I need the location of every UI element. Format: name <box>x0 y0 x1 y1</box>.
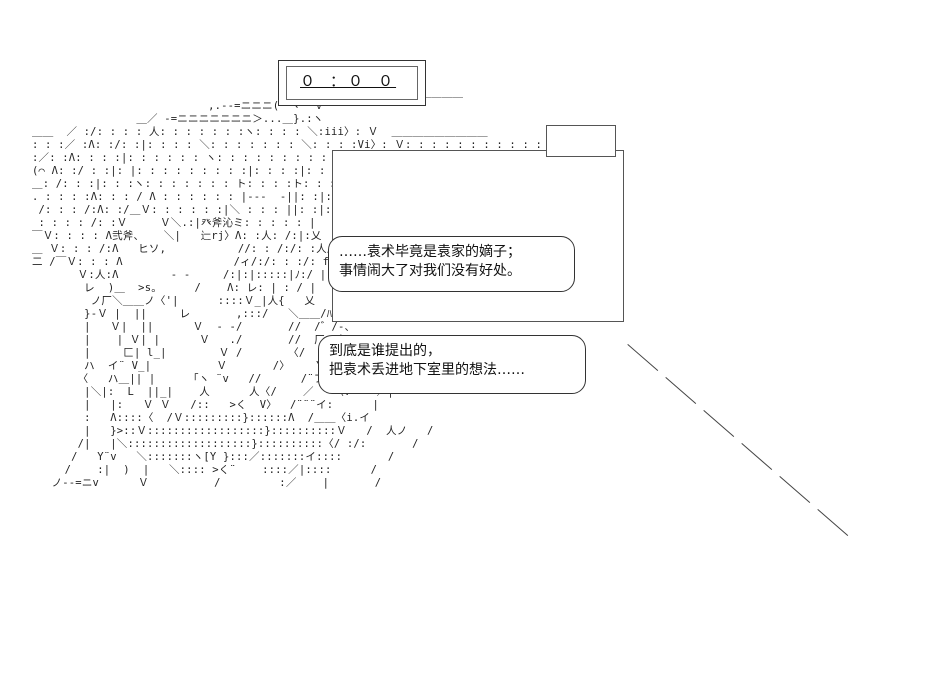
bubble-bottom-line-2: 把袁术丢进地下室里的想法…… <box>329 362 525 378</box>
bubble-top-line-1: ……袁术毕竟是袁家的嫡子； <box>339 244 521 260</box>
dash-segment <box>817 509 849 536</box>
antenna-box <box>546 125 616 157</box>
speech-bubble-bottom: 到底是谁提出的， 把袁术丢进地下室里的想法…… <box>318 335 586 394</box>
dash-segment <box>627 344 659 371</box>
bubble-bottom-line-1: 到底是谁提出的， <box>329 343 441 359</box>
bubble-top-line-2: 事情闹大了对我们没有好处。 <box>339 263 521 279</box>
clock-inner-frame <box>286 66 418 100</box>
speech-bubble-top: ……袁术毕竟是袁家的嫡子； 事情闹大了对我们没有好处。 <box>328 236 575 292</box>
dash-segment <box>741 443 773 470</box>
dash-segment <box>779 476 811 503</box>
clock-display: ０ ：０ ０ <box>300 72 397 90</box>
dash-segment <box>665 377 697 404</box>
dash-segment <box>703 410 735 437</box>
